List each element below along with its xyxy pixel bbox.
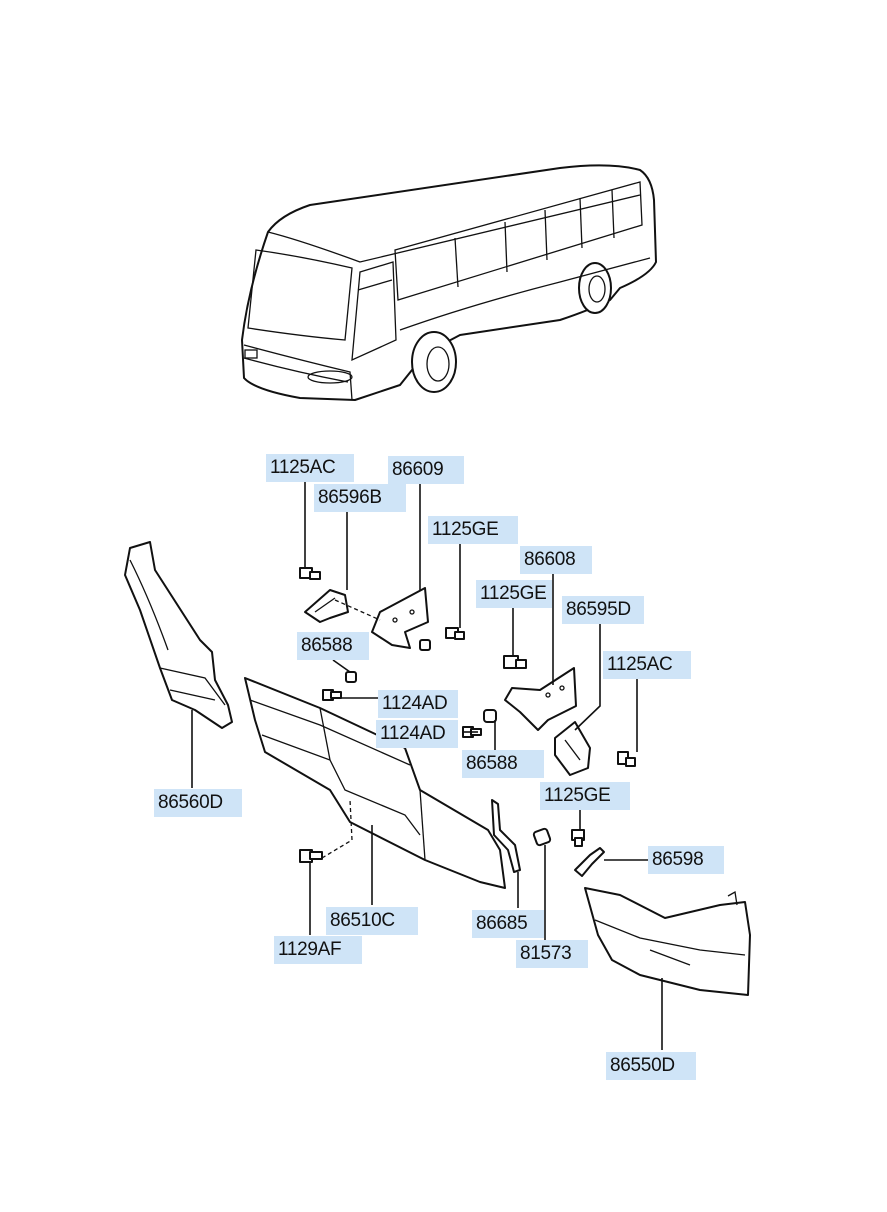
assembly-line-upper [334, 599, 381, 621]
nut-86588-lower [483, 709, 497, 723]
part-label-1124AD-upper[interactable]: 1124AD [378, 690, 458, 718]
bracket-86608 [504, 667, 577, 731]
bracket-86685 [491, 799, 521, 873]
part-label-86596B[interactable]: 86596B [314, 484, 406, 512]
bolt-1125GE-upper [445, 627, 465, 640]
bracket-86609 [371, 587, 429, 649]
bolt-1125GE-lower [571, 829, 585, 847]
part-label-86560D[interactable]: 86560D [154, 789, 242, 817]
bumper-right-corner [584, 887, 751, 996]
part-label-86609[interactable]: 86609 [388, 456, 464, 484]
part-label-86588-lower[interactable]: 86588 [462, 750, 544, 778]
bolt-1125AC-right [617, 751, 636, 767]
bracket-86596B [304, 589, 349, 623]
part-label-86598[interactable]: 86598 [648, 846, 724, 874]
part-label-1124AD-lower[interactable]: 1124AD [376, 720, 458, 748]
part-label-1125AC-right[interactable]: 1125AC [603, 651, 691, 679]
part-label-86588-upper[interactable]: 86588 [297, 632, 369, 660]
nut-86609-lower [419, 639, 431, 651]
part-label-1125GE-lower[interactable]: 1125GE [540, 782, 630, 810]
bracket-86595D [554, 721, 591, 776]
part-label-1129AF[interactable]: 1129AF [274, 936, 362, 964]
bus-illustration [241, 164, 657, 401]
part-label-1125GE-top[interactable]: 1125GE [428, 516, 518, 544]
part-label-1125AC-left[interactable]: 1125AC [266, 454, 354, 482]
bolt-1129AF [299, 849, 323, 863]
bolt-1125GE-mid [503, 655, 527, 669]
part-label-86685[interactable]: 86685 [472, 910, 544, 938]
part-label-86510C[interactable]: 86510C [326, 907, 418, 935]
spacer-81573 [532, 827, 552, 847]
part-label-81573[interactable]: 81573 [516, 940, 588, 968]
nut-86588-upper [345, 671, 357, 683]
part-label-86550D[interactable]: 86550D [606, 1052, 696, 1080]
part-label-86595D[interactable]: 86595D [562, 596, 644, 624]
leader-lines [191, 482, 663, 1050]
bumper-center [244, 677, 506, 889]
clip-86598 [574, 847, 605, 877]
part-label-1125GE-mid[interactable]: 1125GE [476, 580, 552, 608]
bumper-left-corner [124, 541, 233, 729]
bolt-1125AC-left [299, 567, 321, 580]
part-label-86608[interactable]: 86608 [520, 546, 592, 574]
